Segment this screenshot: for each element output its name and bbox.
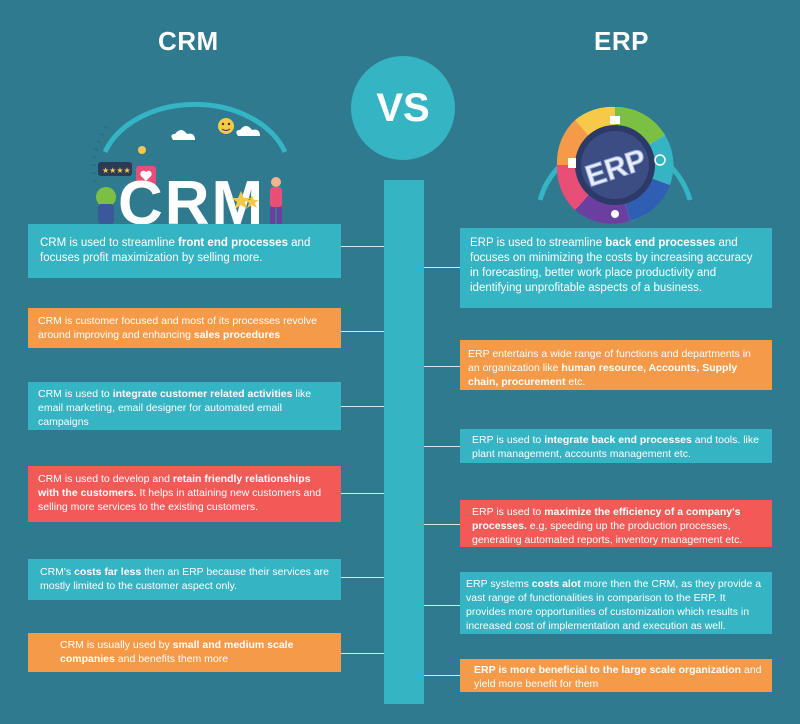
heart-icon (140, 170, 152, 181)
erp-card-2: ERP entertains a wide range of functions… (460, 340, 772, 390)
center-spine (384, 180, 424, 704)
smiley-icon (218, 118, 234, 134)
erp-card-3: ERP is used to integrate back end proces… (460, 429, 772, 463)
card-text: then an ERP because their services are m… (40, 566, 329, 592)
crm-card-5: CRM's costs far less then an ERP because… (28, 559, 341, 600)
connector-right-2 (424, 366, 460, 367)
connector-left-1 (340, 246, 384, 247)
chart-icon (610, 116, 620, 124)
rating-box (98, 162, 132, 176)
card-text: It helps in attaining new customers and … (38, 487, 322, 513)
card-text-bold: ERP is more beneficial to the large scal… (474, 664, 742, 676)
card-text-bold: small and medium scale companies (60, 639, 294, 665)
card-text: e.g, speeding up the production processe… (472, 520, 743, 546)
crm-title: CRM (158, 26, 219, 56)
crm-card-3: CRM is used to integrate customer relate… (28, 382, 341, 430)
connector-right-1 (424, 267, 460, 268)
card-text: and tools. like plant management, accoun… (472, 434, 759, 460)
connector-right-6 (424, 675, 460, 676)
card-text: ERP is used to (472, 506, 545, 518)
vs-label: VS (376, 85, 430, 130)
connector-right-3 (424, 446, 460, 447)
star-icon (231, 191, 251, 209)
connector-right-4 (424, 524, 460, 525)
card-text: ERP is used to streamline (470, 237, 606, 249)
erp-card-1: ERP is used to streamline back end proce… (460, 228, 772, 308)
connector-left-6 (340, 653, 384, 654)
card-text: and benefits them more (114, 653, 229, 665)
card-text-bold: retain friendly relationships with the c… (38, 473, 311, 499)
card-text: etc. (565, 376, 586, 388)
crm-card-2: CRM is customer focused and most of its … (28, 308, 341, 348)
clock-icon (654, 154, 666, 166)
connector-right-5 (424, 605, 460, 606)
card-text: like email marketing, email designer for… (38, 388, 312, 428)
person-left (96, 187, 116, 207)
card-text: CRM is usually used by (60, 639, 173, 651)
erp-gear (556, 106, 674, 224)
card-text: ERP entertains a wide range of functions… (468, 348, 751, 374)
card-text-bold: integrate customer related activities (112, 388, 293, 400)
card-text-bold: sales procedures (193, 329, 281, 341)
erp-card-5: ERP systems costs alot more then the CRM… (460, 572, 772, 634)
crm-card-4: CRM is used to develop and retain friend… (28, 466, 341, 522)
connector-left-5 (340, 577, 384, 578)
crm-bulb-icon (138, 146, 146, 154)
card-text: and focuses on minimizing the costs by i… (470, 237, 753, 294)
card-text: and yield more benefit for them (474, 664, 762, 690)
rating-stars: ★★★★ (102, 166, 131, 175)
crm-card-6: CRM is usually used by small and medium … (28, 633, 341, 672)
person-right (271, 177, 281, 187)
card-text: CRM is customer focused and most of its … (38, 315, 317, 341)
crm-dotted-arc (91, 120, 112, 183)
crm-arc (102, 101, 288, 154)
card-text: CRM is used to streamline (40, 237, 179, 249)
card-text-bold: maximize the efficiency of a company's p… (472, 506, 741, 532)
crm-card-1: CRM is used to streamline front end proc… (28, 224, 341, 278)
card-text: and focuses profit maximization by selli… (40, 237, 311, 264)
card-text-bold: integrate back end processes (544, 434, 692, 446)
card-text: CRM is used to develop and (38, 473, 173, 485)
star-icon-2 (245, 195, 259, 208)
card-text: CRM's (40, 566, 75, 578)
erp-title: ERP (594, 26, 649, 56)
card-text: ERP systems (466, 578, 532, 590)
cloud-icon-2 (236, 126, 260, 136)
erp-card-4: ERP is used to maximize the efficiency o… (460, 500, 772, 547)
card-text-bold: back end processes (605, 237, 716, 249)
crm-illustration: ★★★★ CRM (91, 101, 288, 232)
vs-badge: VS (351, 56, 455, 160)
card-text-bold: front end processes (178, 237, 288, 249)
cloud-icon (171, 130, 195, 140)
card-text-bold: costs far less (74, 566, 142, 578)
settings-icon (611, 210, 619, 218)
card-text-bold: costs alot (531, 578, 581, 590)
card-text: CRM is used to (38, 388, 113, 400)
connector-left-3 (340, 406, 384, 407)
card-text: ERP is used to (472, 434, 545, 446)
document-icon (568, 158, 576, 168)
card-text-bold: human resource, Accounts, Supply chain, … (468, 362, 738, 388)
erp-card-6: ERP is more beneficial to the large scal… (460, 659, 772, 692)
card-text: more then the CRM, as they provide a vas… (466, 578, 762, 632)
erp-illustration: ERP (537, 106, 693, 224)
connector-left-4 (340, 493, 384, 494)
connector-left-2 (340, 331, 384, 332)
